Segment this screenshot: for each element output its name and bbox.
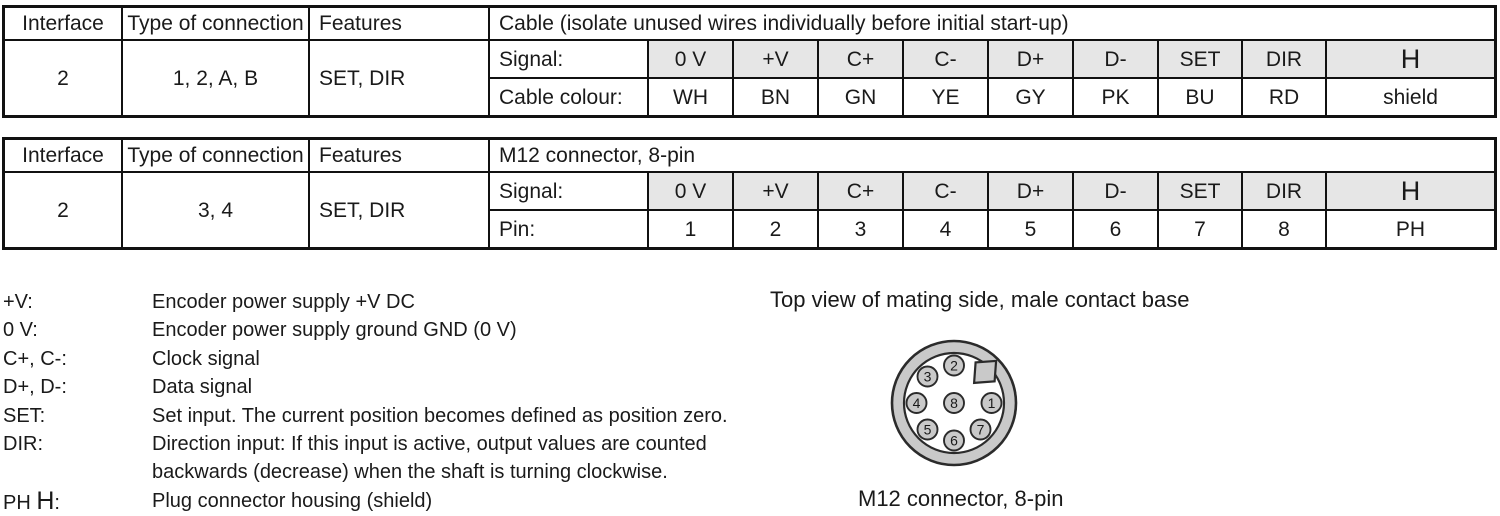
pin-cell: 6 [1074, 211, 1157, 247]
cable-colour-cell: PK [1074, 79, 1157, 115]
signal-cell: D+ [989, 173, 1072, 209]
cable-colour-cell: RD [1243, 79, 1325, 115]
cable-colour-cell: WH [649, 79, 732, 115]
legend-definition: Set input. The current position becomes … [152, 404, 728, 427]
pin-1: 1 [980, 392, 1003, 414]
features-value: SET, DIR [310, 41, 488, 115]
pin-7: 7 [969, 418, 992, 441]
features-value: SET, DIR [310, 173, 488, 247]
signal-cell: C+ [819, 173, 902, 209]
pin-cell: 3 [819, 211, 902, 247]
signal-cell: +V [734, 173, 817, 209]
legend-term: SET: [3, 404, 46, 427]
legend-definition: Encoder power supply +V DC [152, 291, 415, 313]
legend-definition: Data signal [152, 376, 253, 399]
pin-cell: 7 [1159, 211, 1241, 247]
legend-term: 0 V: [3, 319, 38, 342]
legend-term: DIR: [3, 433, 43, 456]
signal-cell: 0 V [649, 173, 732, 209]
signal-cell: C+ [819, 41, 902, 77]
column-header-type-of-connection: Type of connection [123, 140, 308, 171]
pin-cell: 8 [1243, 211, 1325, 247]
column-header-features: Features [310, 140, 488, 171]
type-of-connection-value: 3, 4 [123, 173, 308, 247]
svg-text:5: 5 [924, 422, 932, 438]
pin-6: 6 [943, 429, 965, 452]
legend-term: C+, C-: [3, 347, 67, 370]
signal-row-label: Signal: [490, 41, 647, 77]
cable-colour-cell: GN [819, 79, 902, 115]
shield-h-symbol: H [36, 486, 55, 515]
signal-cell-shield: H [1327, 41, 1494, 77]
signal-cell: C- [904, 41, 987, 77]
connector-keyway [972, 359, 998, 385]
cable-colour-row-label: Cable colour: [490, 79, 647, 115]
diagram-title: Top view of mating side, male contact ba… [770, 287, 1190, 312]
cable-section-header: Cable (isolate unused wires individually… [490, 8, 1494, 39]
svg-text:7: 7 [977, 422, 985, 438]
cable-colour-cell: BU [1159, 79, 1241, 115]
pin-cell: 4 [904, 211, 987, 247]
svg-text:8: 8 [950, 395, 958, 411]
column-header-features: Features [310, 8, 488, 39]
signal-cell: DIR [1243, 41, 1325, 77]
pin-row-label: Pin: [490, 211, 647, 247]
pin-cell: 1 [649, 211, 732, 247]
m12-section-header: M12 connector, 8-pin [490, 140, 1494, 171]
svg-text:3: 3 [924, 369, 932, 385]
signal-cell: D- [1074, 173, 1157, 209]
legend-definition: Plug connector housing (shield) [152, 489, 433, 512]
cable-colour-cell-shield: shield [1327, 79, 1494, 115]
pin-2: 2 [943, 354, 965, 377]
column-header-interface: Interface [5, 8, 121, 39]
svg-text:6: 6 [950, 433, 958, 449]
cable-colour-cell: BN [734, 79, 817, 115]
legend-term: D+, D-: [3, 376, 67, 399]
signal-cell: C- [904, 173, 987, 209]
interface-value: 2 [5, 41, 121, 115]
cable-colour-cell: YE [904, 79, 987, 115]
diagram-caption: M12 connector, 8-pin [858, 486, 1064, 511]
legend-definition: Direction input: If this input is active… [152, 433, 707, 484]
pin-8: 8 [943, 392, 965, 414]
svg-text:2: 2 [950, 358, 958, 374]
signal-cell: 0 V [649, 41, 732, 77]
signal-cell: D- [1074, 41, 1157, 77]
m12-connection-table: Interface Type of connection Features M1… [2, 137, 1497, 250]
signal-cell: SET [1159, 41, 1241, 77]
svg-text:1: 1 [988, 395, 996, 411]
column-header-interface: Interface [5, 140, 121, 171]
legend-term: PH H: [3, 486, 60, 515]
interface-value: 2 [5, 173, 121, 247]
cable-connection-table: Interface Type of connection Features Ca… [2, 5, 1497, 118]
cable-colour-cell: GY [989, 79, 1072, 115]
pin-cell: 2 [734, 211, 817, 247]
pin-cell-shield: PH [1327, 211, 1494, 247]
svg-text:4: 4 [913, 395, 921, 411]
pin-cell: 5 [989, 211, 1072, 247]
pin-4: 4 [905, 392, 928, 414]
legend-term: +V: [3, 291, 33, 313]
signal-legend: +V: Encoder power supply +V DC 0 V: Enco… [3, 288, 807, 516]
signal-cell: DIR [1243, 173, 1325, 209]
signal-cell: SET [1159, 173, 1241, 209]
signal-cell-shield: H [1327, 173, 1494, 209]
signal-cell: +V [734, 41, 817, 77]
column-header-type-of-connection: Type of connection [123, 8, 308, 39]
legend-definition: Encoder power supply ground GND (0 V) [152, 319, 517, 342]
legend-definition: Clock signal [152, 347, 260, 370]
signal-row-label: Signal: [490, 173, 647, 209]
signal-cell: D+ [989, 41, 1072, 77]
pin-3: 3 [916, 365, 939, 388]
type-of-connection-value: 1, 2, A, B [123, 41, 308, 115]
m12-connector-diagram: 1 2 3 4 5 6 7 8 [890, 339, 1018, 467]
pin-5: 5 [916, 418, 939, 441]
